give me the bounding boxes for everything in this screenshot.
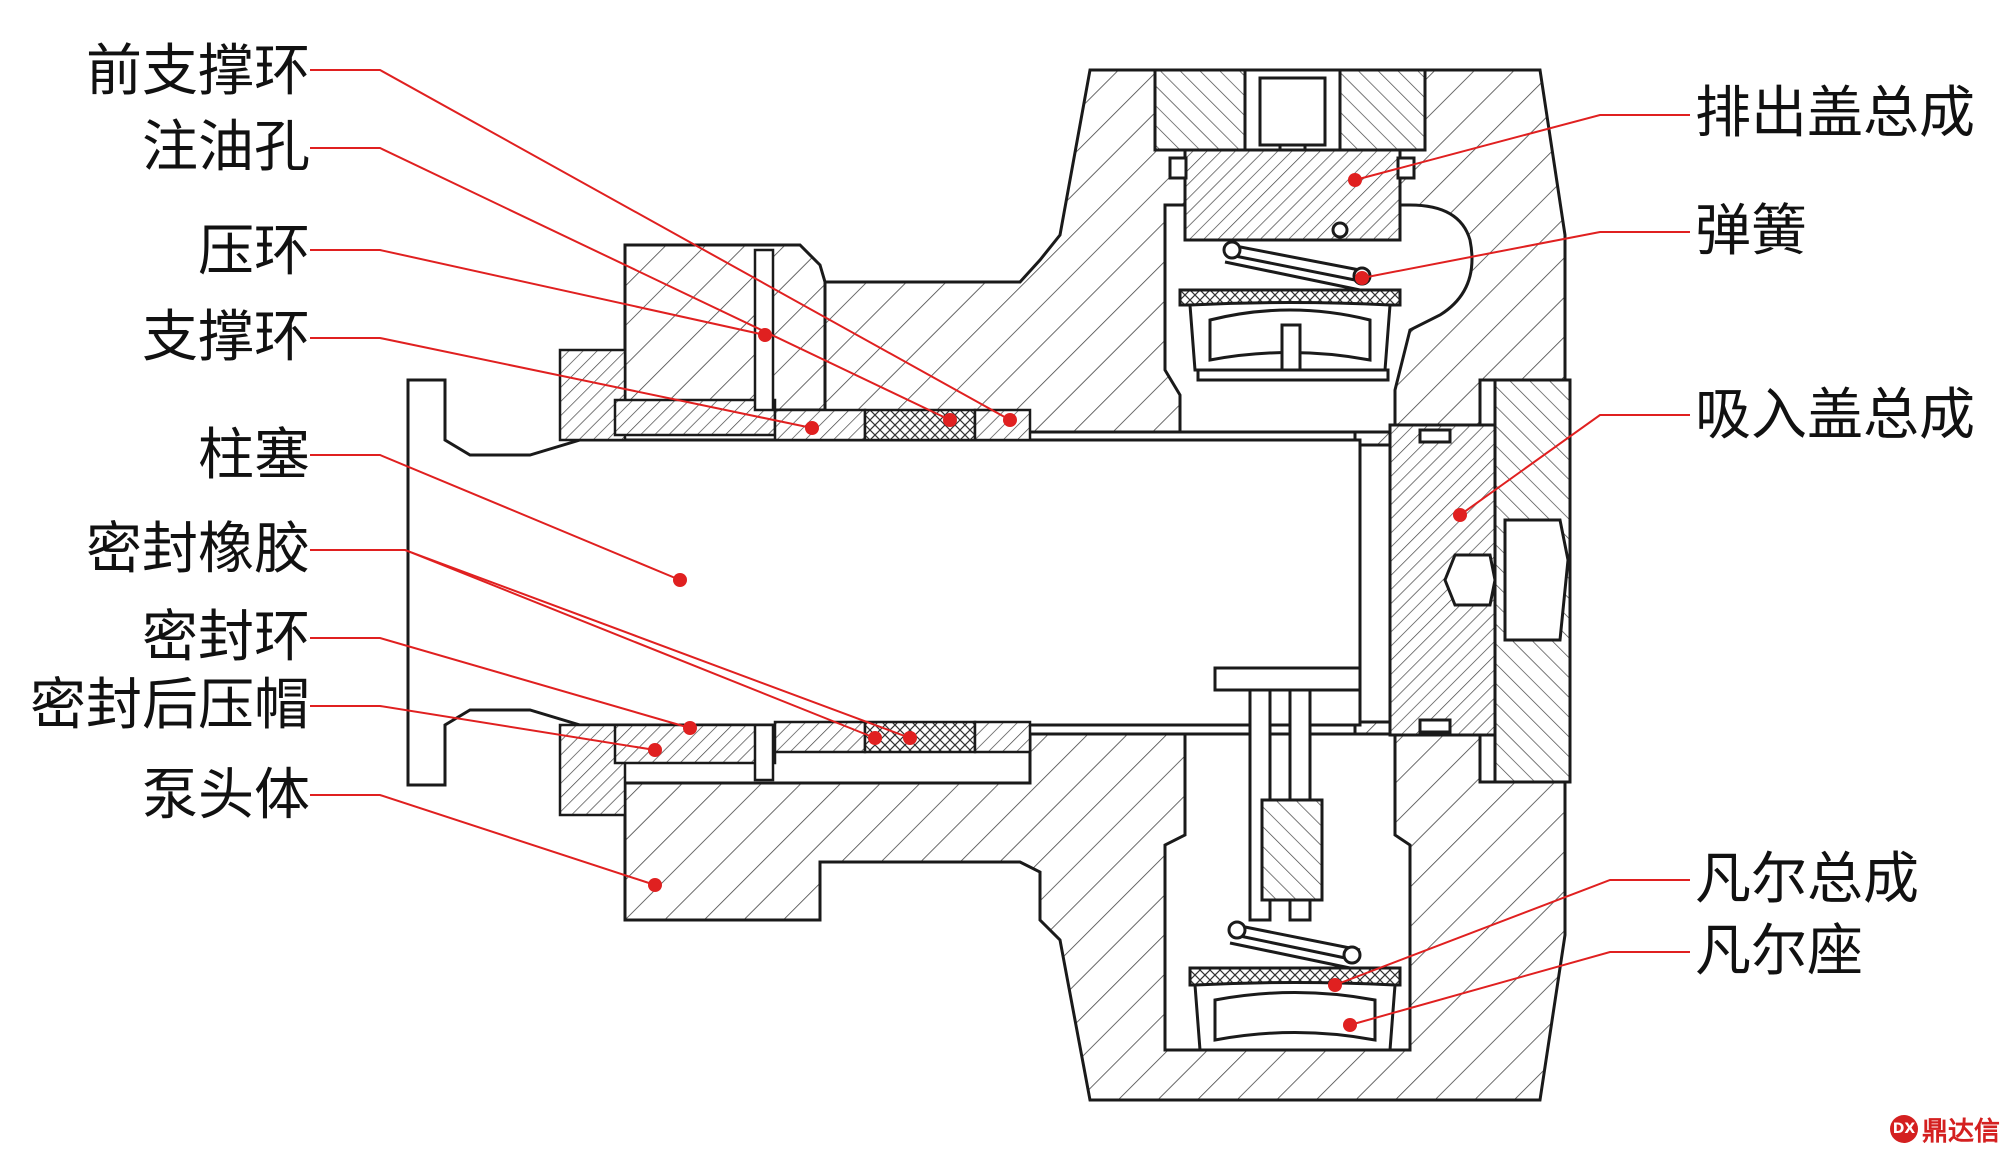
suction-cover-assembly	[1388, 378, 1572, 784]
label-seal-ring: 密封环	[142, 605, 310, 670]
label-valve-assembly: 凡尔总成	[1695, 847, 1919, 912]
leader-seal-rubber-2	[404, 549, 911, 739]
watermark-logo-icon: DX	[1889, 1115, 1918, 1143]
discharge-cover-assembly	[1153, 68, 1427, 242]
watermark-text: 鼎达信	[1921, 1116, 2000, 1147]
seal-packing-upper	[558, 248, 1032, 442]
leader-lines	[310, 69, 1690, 1026]
leader-valve-assembly	[1334, 879, 1690, 986]
label-pressure-ring: 压环	[198, 219, 310, 284]
leader-rear-cap	[310, 705, 656, 751]
leader-valve-seat	[1349, 951, 1690, 1026]
leader-seal-ring	[310, 637, 691, 729]
watermark: DX 鼎达信	[1889, 1112, 2000, 1147]
label-discharge-cover-assembly: 排出盖总成	[1695, 81, 1975, 146]
leader-suction-cover	[1459, 414, 1690, 516]
lower-valve	[1188, 966, 1402, 1052]
leader-plunger	[310, 454, 681, 581]
seal-packing-lower	[558, 720, 1032, 817]
leader-pressure-ring	[310, 249, 766, 336]
leader-discharge-cover	[1354, 114, 1690, 181]
label-valve-seat: 凡尔座	[1695, 919, 1863, 984]
label-pump-head-body: 泵头体	[142, 763, 310, 828]
label-oil-hole: 注油孔	[142, 115, 310, 180]
label-suction-cover-assembly: 吸入盖总成	[1695, 383, 1975, 448]
label-plunger: 柱塞	[198, 423, 310, 488]
lower-spring	[1227, 920, 1362, 970]
label-spring: 弹簧	[1695, 199, 1807, 264]
marker-dots	[648, 173, 1467, 1032]
leader-pump-head	[310, 794, 656, 886]
leader-support-ring	[310, 337, 813, 429]
label-rear-seal-cap: 密封后压帽	[30, 673, 310, 738]
label-support-ring: 支撑环	[142, 305, 310, 370]
label-seal-rubber: 密封橡胶	[86, 517, 310, 582]
upper-valve	[1178, 288, 1402, 382]
leader-spring	[1361, 231, 1690, 279]
plunger	[406, 378, 1362, 922]
leader-oil-hole	[310, 147, 951, 421]
leader-front-support-ring	[310, 69, 1011, 421]
label-front-support-ring: 前支撑环	[86, 39, 310, 104]
